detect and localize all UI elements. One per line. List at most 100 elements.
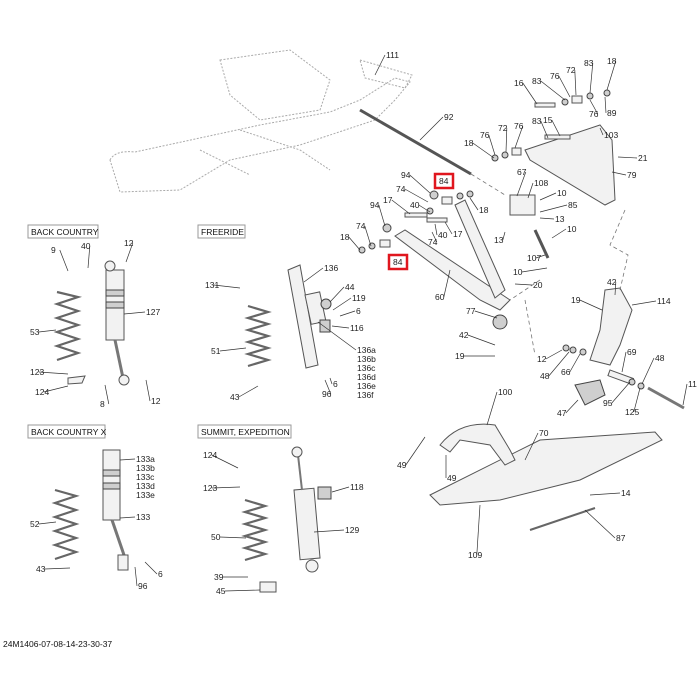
callout-label[interactable]: 43	[230, 392, 240, 402]
callout-label[interactable]: 89	[607, 108, 617, 118]
callout-label[interactable]: 40	[410, 200, 420, 210]
callout-label[interactable]: 133a	[136, 454, 155, 464]
callout-label[interactable]: 136b	[357, 354, 376, 364]
callout-label[interactable]: 45	[216, 586, 226, 596]
callout-label[interactable]: 74	[428, 237, 438, 247]
callout-label[interactable]: 16	[514, 78, 524, 88]
callout-label[interactable]: 125	[625, 407, 639, 417]
callout-label[interactable]: 114	[657, 296, 671, 306]
callout-label[interactable]: 76	[514, 121, 524, 131]
callout-label[interactable]: 83	[532, 76, 542, 86]
callout-label[interactable]: 18	[479, 205, 489, 215]
callout-label[interactable]: 76	[480, 130, 490, 140]
callout-label[interactable]: 53	[30, 327, 40, 337]
callout-label[interactable]: 131	[205, 280, 219, 290]
callout-label[interactable]: 87	[616, 533, 626, 543]
callout-label[interactable]: 133	[136, 512, 150, 522]
callout-label[interactable]: 10	[567, 224, 577, 234]
callout-label[interactable]: 6	[158, 569, 163, 579]
callout-label[interactable]: 133d	[136, 481, 155, 491]
callout-label[interactable]: 9	[51, 245, 56, 255]
callout-label[interactable]: 60	[435, 292, 445, 302]
callout-label[interactable]: 49	[447, 473, 457, 483]
callout-label[interactable]: 108	[534, 178, 548, 188]
callout-label[interactable]: 116	[350, 323, 364, 333]
callout-label[interactable]: 136c	[357, 363, 376, 373]
callout-label[interactable]: 124	[203, 450, 217, 460]
callout-label[interactable]: 94	[370, 200, 380, 210]
callout-label[interactable]: 21	[638, 153, 648, 163]
callout-label[interactable]: 49	[397, 460, 407, 470]
callout-label[interactable]: 83	[584, 58, 594, 68]
callout-label[interactable]: 136f	[357, 390, 374, 400]
callout-label[interactable]: 77	[466, 306, 476, 316]
callout-label[interactable]: 136	[324, 263, 338, 273]
callout-label[interactable]: 79	[627, 170, 637, 180]
callout-label[interactable]: 10	[513, 267, 523, 277]
callout-label[interactable]: 100	[498, 387, 512, 397]
callout-label[interactable]: 20	[533, 280, 543, 290]
callout-label[interactable]: 19	[455, 351, 465, 361]
callout-label[interactable]: 15	[543, 115, 553, 125]
callout-label[interactable]: 133b	[136, 463, 155, 473]
highlighted-part-label[interactable]: 84	[393, 257, 403, 267]
callout-label[interactable]: 13	[494, 235, 504, 245]
callout-label[interactable]: 44	[345, 282, 355, 292]
callout-label[interactable]: 12	[537, 354, 547, 364]
callout-label[interactable]: 42	[607, 277, 617, 287]
callout-label[interactable]: 13	[555, 214, 565, 224]
callout-label[interactable]: 72	[566, 65, 576, 75]
callout-label[interactable]: 107	[527, 253, 541, 263]
callout-label[interactable]: 18	[464, 138, 474, 148]
callout-label[interactable]: 18	[340, 232, 350, 242]
callout-label[interactable]: 42	[459, 330, 469, 340]
callout-label[interactable]: 17	[383, 195, 393, 205]
callout-label[interactable]: 48	[655, 353, 665, 363]
callout-label[interactable]: 95	[603, 398, 613, 408]
callout-label[interactable]: 136d	[357, 372, 376, 382]
callout-label[interactable]: 83	[532, 116, 542, 126]
callout-label[interactable]: 109	[468, 550, 482, 560]
callout-label[interactable]: 74	[356, 221, 366, 231]
highlighted-part-label[interactable]: 84	[439, 176, 449, 186]
callout-label[interactable]: 118	[350, 482, 364, 492]
callout-label[interactable]: 12	[124, 238, 134, 248]
callout-label[interactable]: 133c	[136, 472, 155, 482]
callout-label[interactable]: 70	[539, 428, 549, 438]
callout-label[interactable]: 6	[333, 379, 338, 389]
callout-label[interactable]: 6	[356, 306, 361, 316]
callout-label[interactable]: 40	[438, 230, 448, 240]
callout-label[interactable]: 96	[322, 389, 332, 399]
callout-label[interactable]: 39	[214, 572, 224, 582]
callout-label[interactable]: 14	[621, 488, 631, 498]
callout-label[interactable]: 119	[352, 293, 366, 303]
callout-label[interactable]: 72	[498, 123, 508, 133]
callout-label[interactable]: 18	[607, 56, 617, 66]
callout-label[interactable]: 19	[571, 295, 581, 305]
callout-label[interactable]: 52	[30, 519, 40, 529]
callout-label[interactable]: 69	[627, 347, 637, 357]
callout-label[interactable]: 10	[557, 188, 567, 198]
callout-label[interactable]: 50	[211, 532, 221, 542]
callout-label[interactable]: 76	[589, 109, 599, 119]
callout-label[interactable]: 111	[386, 50, 399, 60]
callout-label[interactable]: 123	[30, 367, 44, 377]
callout-label[interactable]: 8	[100, 399, 105, 409]
callout-label[interactable]: 66	[561, 367, 571, 377]
callout-label[interactable]: 74	[396, 184, 406, 194]
callout-label[interactable]: 96	[138, 581, 148, 591]
callout-label[interactable]: 103	[604, 130, 618, 140]
callout-label[interactable]: 67	[517, 167, 527, 177]
callout-label[interactable]: 136a	[357, 345, 376, 355]
callout-label[interactable]: 48	[540, 371, 550, 381]
callout-label[interactable]: 94	[401, 170, 411, 180]
callout-label[interactable]: 127	[146, 307, 160, 317]
callout-label[interactable]: 11	[688, 379, 697, 389]
callout-label[interactable]: 76	[550, 71, 560, 81]
callout-label[interactable]: 129	[345, 525, 359, 535]
callout-label[interactable]: 124	[35, 387, 49, 397]
callout-label[interactable]: 12	[151, 396, 161, 406]
callout-label[interactable]: 43	[36, 564, 46, 574]
callout-label[interactable]: 133e	[136, 490, 155, 500]
callout-label[interactable]: 85	[568, 200, 578, 210]
